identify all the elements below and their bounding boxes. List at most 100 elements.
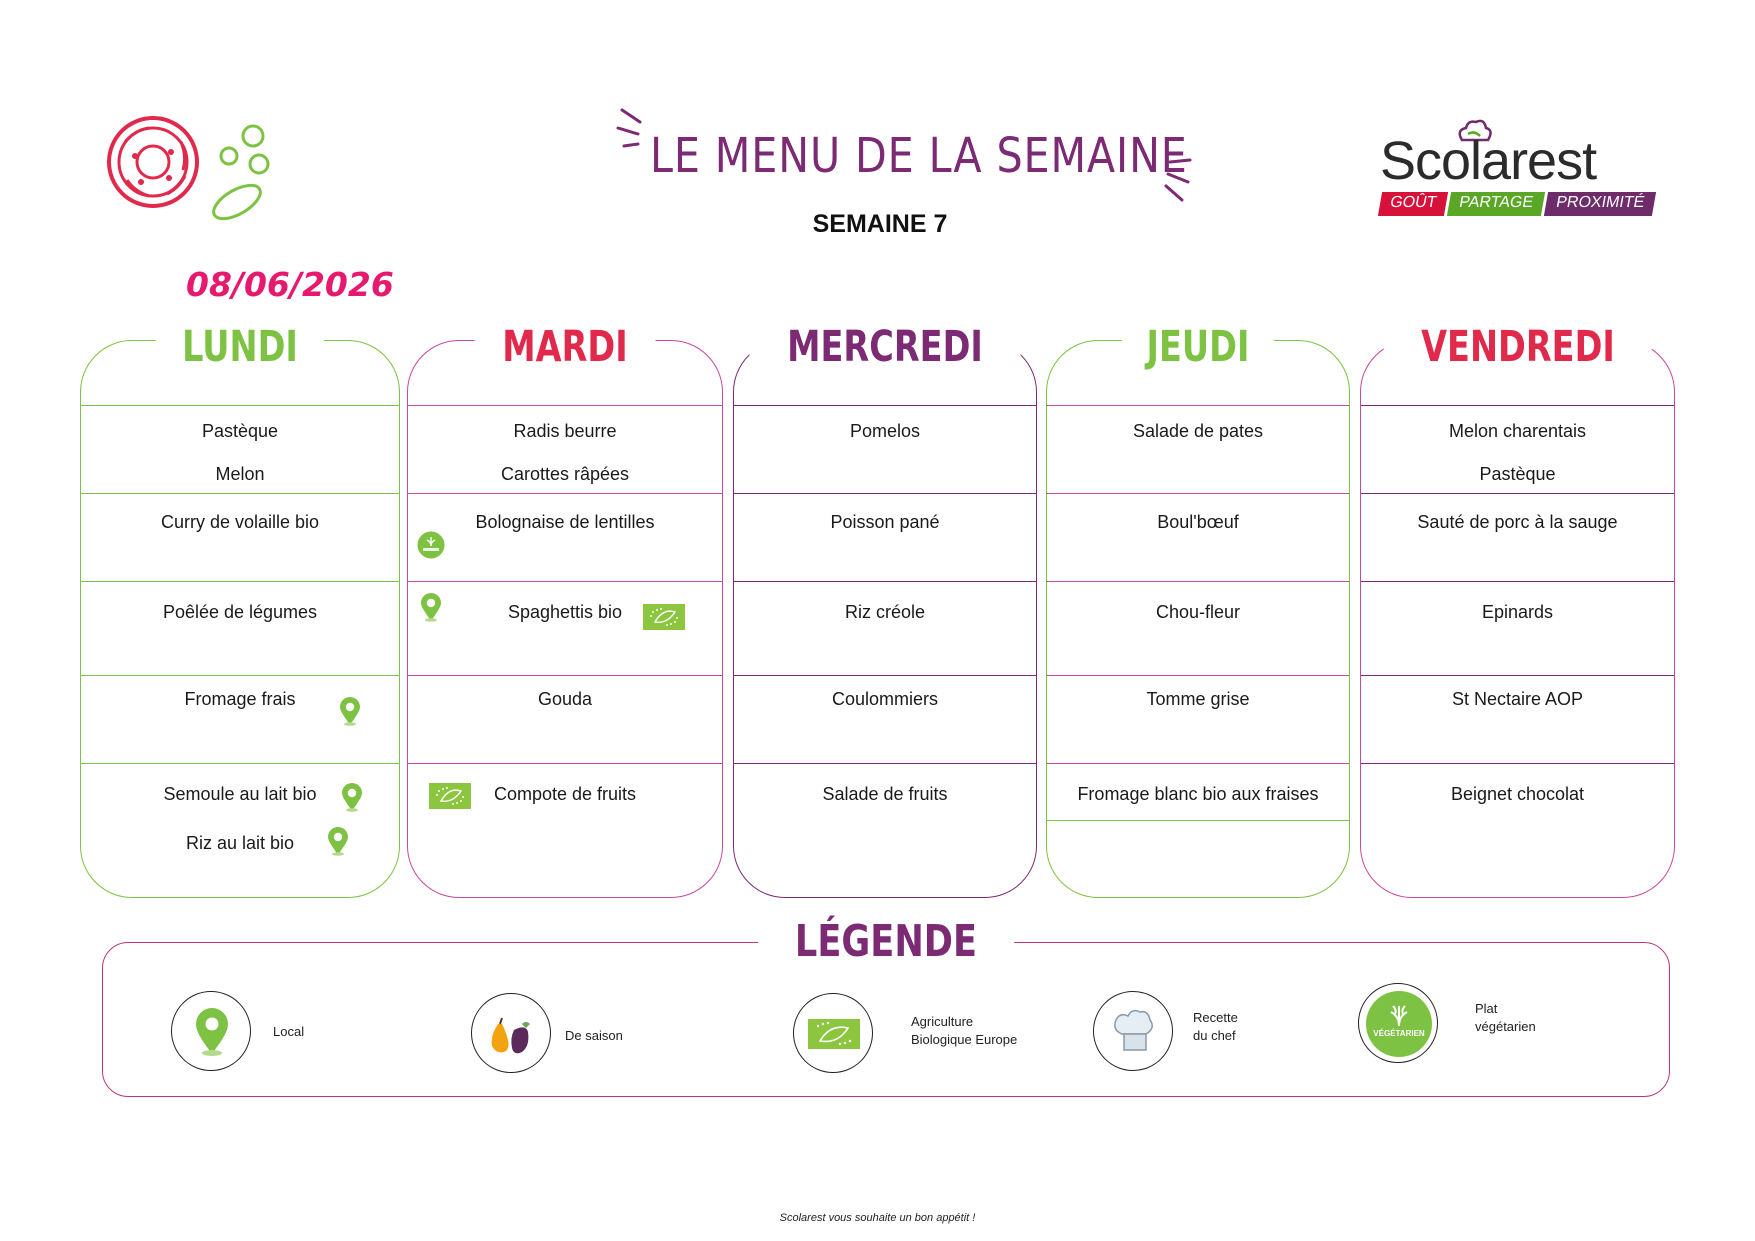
title-block: LE MENU DE LA SEMAINE <box>610 100 1210 210</box>
menu-row-cheese: St Nectaire AOP <box>1361 675 1674 763</box>
menu-row-starter: Pastèque Melon <box>81 405 399 493</box>
menu-row-dessert: Compote de fruits <box>408 763 722 897</box>
menu-row-side: Poêlée de légumes <box>81 581 399 675</box>
dish-name: Semoule au lait bio <box>163 784 317 804</box>
day-title: JEUDI <box>1122 311 1274 383</box>
menu-row-starter: Pomelos <box>734 405 1036 493</box>
tomato-logo-icon <box>107 116 270 221</box>
menu-row-cheese: Coulommiers <box>734 675 1036 763</box>
menu-row-main: Curry de volaille bio <box>81 493 399 581</box>
dish-name: Beignet chocolat <box>1450 784 1585 804</box>
legend-label: Local <box>273 1024 305 1039</box>
vegetarian-badge-text: VÉGÉTARIEN <box>1373 1029 1425 1038</box>
menu-row-side: Riz créole <box>734 581 1036 675</box>
day-card-mardi: MARDI Radis beurre Carottes râpées Bolog… <box>407 311 723 898</box>
chef-hat-icon <box>1114 1009 1153 1051</box>
legend-box: LÉGENDE Local De saison Agricultur <box>102 909 1670 1097</box>
chef-hat-logo-icon <box>1458 119 1492 142</box>
day-title: MARDI <box>474 311 656 383</box>
legend-local-icon <box>171 991 251 1071</box>
menu-row-cheese: Gouda <box>408 675 722 763</box>
footer-message: Scolarest vous souhaite un bon appétit ! <box>779 1212 976 1224</box>
menu-row-main: Poisson pané <box>734 493 1036 581</box>
day-title: MERCREDI <box>749 311 1021 383</box>
menu-row-starter: Salade de pates <box>1047 405 1349 493</box>
legend-label-line: Agriculture <box>911 1014 974 1029</box>
eu-organic-leaf-icon <box>643 604 685 630</box>
legend-label-line: du chef <box>1193 1028 1236 1043</box>
dish-name: Sauté de porc à la sauge <box>1417 512 1618 532</box>
dish-name: Carottes râpées <box>500 464 630 484</box>
menu-row-cheese: Tomme grise <box>1047 675 1349 763</box>
day-card-lundi: LUNDI Pastèque Melon Curry de volaille b… <box>80 311 400 898</box>
location-pin-icon <box>340 782 364 812</box>
dish-name: Fromage blanc bio aux fraises <box>1077 784 1319 804</box>
location-pin-icon <box>419 592 443 622</box>
brand-logo: Scolarest GOÛT PARTAGE PROXIMITÉ <box>1377 118 1660 218</box>
menu-row-side: Epinards <box>1361 581 1674 675</box>
dish-name: Coulommiers <box>831 689 939 709</box>
dish-name: Fromage frais <box>184 689 296 709</box>
date-label: 08/06/2026 <box>186 265 394 304</box>
location-pin-icon <box>326 826 350 856</box>
day-title: VENDREDI <box>1383 311 1652 383</box>
day-card-jeudi: JEUDI Salade de pates Boul'bœuf Chou-fle… <box>1046 311 1350 898</box>
dish-name: Epinards <box>1481 602 1554 622</box>
menu-row-dessert: Beignet chocolat <box>1361 763 1674 897</box>
pear-eggplant-icon <box>491 1017 530 1054</box>
legend-bio-icon <box>793 993 873 1073</box>
dish-name: Riz créole <box>844 602 926 622</box>
legend-vegetarian-icon: VÉGÉTARIEN <box>1358 983 1438 1063</box>
page-title: LE MENU DE LA SEMAINE <box>650 128 1188 184</box>
dish-name: Boul'bœuf <box>1157 512 1239 532</box>
day-card-mercredi: MERCREDI Pomelos Poisson pané Riz créole… <box>733 311 1037 898</box>
menu-row-main: Bolognaise de lentilles <box>408 493 722 581</box>
dish-name: Poêlée de légumes <box>162 602 318 622</box>
menu-row-main: Sauté de porc à la sauge <box>1361 493 1674 581</box>
legend-season-icon <box>471 993 551 1073</box>
dish-name: Compote de fruits <box>493 784 637 804</box>
menu-row-starter: Radis beurre Carottes râpées <box>408 405 722 493</box>
day-card-vendredi: VENDREDI Melon charentais Pastèque Sauté… <box>1360 311 1675 898</box>
vegetarian-icon: VÉGÉTARIEN <box>1366 991 1432 1057</box>
dish-name: Tomme grise <box>1146 689 1250 709</box>
dish-name: Pomelos <box>849 421 921 441</box>
brand-tag: GOÛT <box>1377 192 1449 216</box>
week-label: SEMAINE 7 <box>812 210 948 238</box>
dish-name: Bolognaise de lentilles <box>475 512 655 532</box>
brand-name: Scolarest <box>1380 131 1597 191</box>
menu-row-starter: Melon charentais Pastèque <box>1361 405 1674 493</box>
legend-label: Recette du chef <box>1193 1009 1238 1045</box>
legend-label: Agriculture Biologique Europe <box>911 1013 1017 1049</box>
legend-label: Plat végétarien <box>1475 1000 1536 1036</box>
legend-label-line: Biologique Europe <box>911 1032 1018 1047</box>
dish-name: Chou-fleur <box>1155 602 1241 622</box>
dish-name: Pastèque <box>201 421 279 441</box>
dish-name: St Nectaire AOP <box>1451 689 1584 709</box>
dish-name: Poisson pané <box>830 512 940 532</box>
brand-tagline: GOÛT PARTAGE PROXIMITÉ <box>1377 192 1657 216</box>
legend-label-line: végétarien <box>1475 1019 1536 1034</box>
menu-row-dessert: Fromage blanc bio aux fraises <box>1047 763 1349 821</box>
dish-name: Spaghettis bio <box>507 602 623 622</box>
eu-organic-leaf-icon <box>429 783 471 809</box>
dish-name: Salade de pates <box>1132 421 1264 441</box>
legend-label: De saison <box>565 1028 623 1043</box>
dish-name: Salade de fruits <box>822 784 948 804</box>
dish-name: Curry de volaille bio <box>160 512 320 532</box>
legend-chef-icon <box>1093 991 1173 1071</box>
dish-name: Riz au lait bio <box>185 833 295 853</box>
eu-organic-leaf-icon <box>808 1019 860 1049</box>
menu-row-side: Spaghettis bio <box>408 581 722 675</box>
dish-name: Melon <box>215 464 265 484</box>
day-title: LUNDI <box>155 311 325 383</box>
menu-row-main: Boul'bœuf <box>1047 493 1349 581</box>
legend-label-line: Recette <box>1193 1010 1238 1025</box>
menu-row-dessert: Semoule au lait bio Riz au lait bio <box>81 763 399 897</box>
menu-row-cheese: Fromage frais <box>81 675 399 763</box>
dish-name: Melon charentais <box>1448 421 1587 441</box>
location-pin-icon <box>196 1008 228 1056</box>
legend-label-line: Plat <box>1475 1001 1498 1016</box>
brand-tag: PROXIMITÉ <box>1543 192 1657 216</box>
legend-title: LÉGENDE <box>758 909 1014 975</box>
